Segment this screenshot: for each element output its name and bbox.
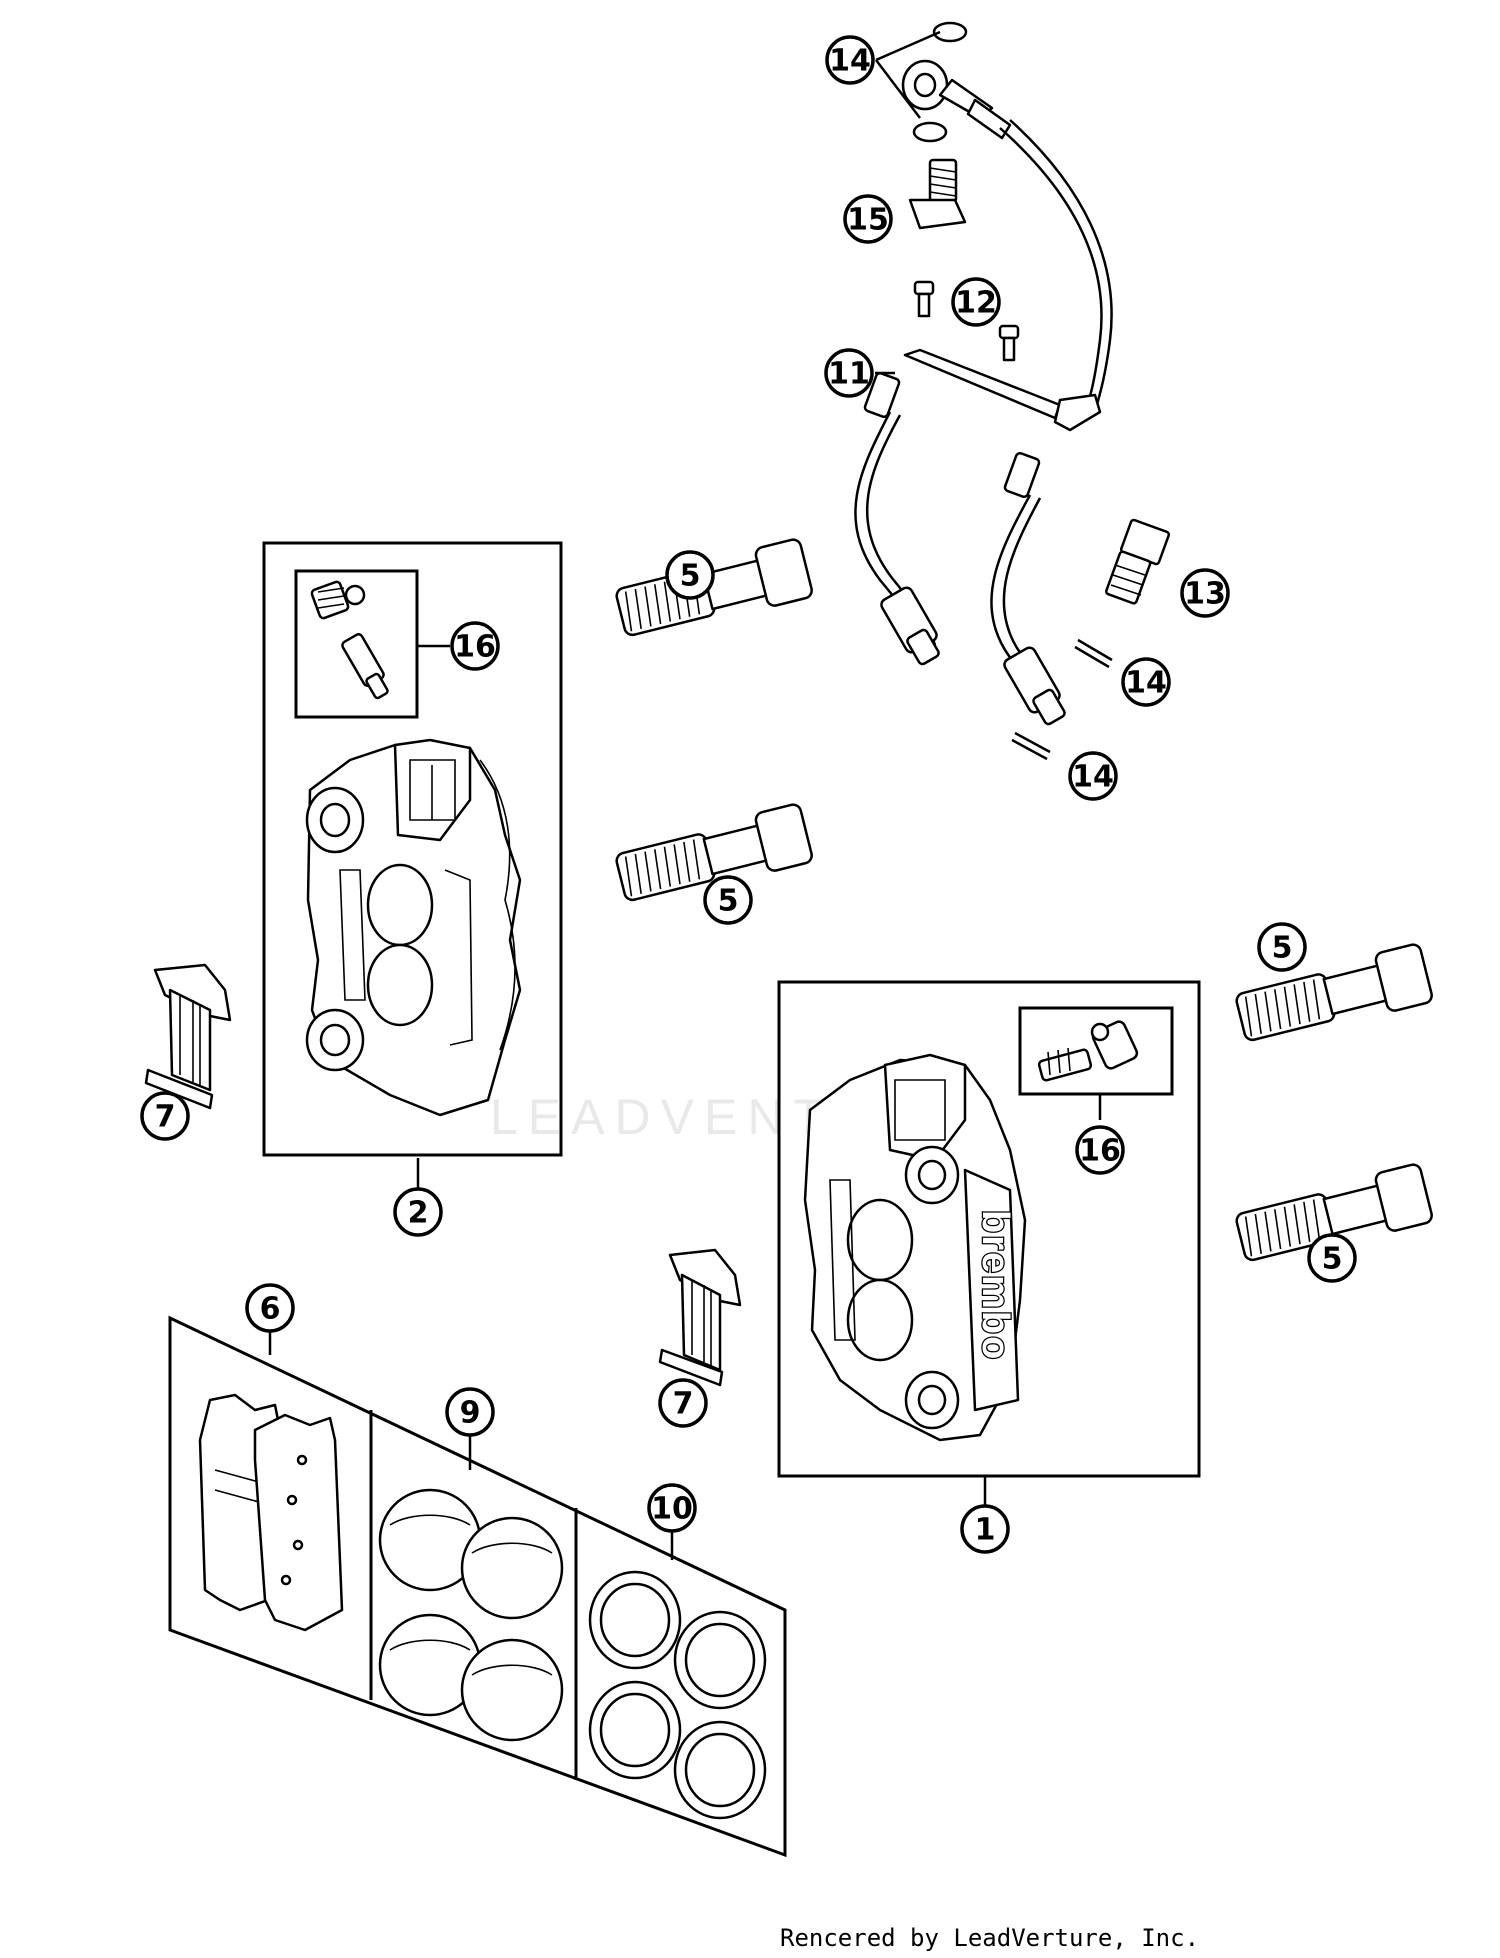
callout-12: 12 bbox=[951, 277, 1001, 327]
brand-logo: brembo bbox=[974, 1210, 1016, 1361]
caliper-body-left bbox=[305, 738, 522, 1117]
svg-text:5: 5 bbox=[1272, 931, 1293, 966]
callout-5b: 5 bbox=[703, 875, 753, 925]
svg-text:5: 5 bbox=[1322, 1242, 1343, 1277]
svg-text:12: 12 bbox=[955, 286, 997, 321]
svg-text:9: 9 bbox=[460, 1396, 481, 1431]
svg-text:1: 1 bbox=[975, 1513, 996, 1548]
callout-16a: 16 bbox=[450, 621, 500, 671]
callout-14b: 14 bbox=[1121, 657, 1171, 707]
right-caliper-group: brembo bbox=[777, 980, 1201, 1478]
callout-7a: 7 bbox=[140, 1091, 190, 1141]
svg-text:5: 5 bbox=[680, 559, 701, 594]
svg-text:15: 15 bbox=[847, 203, 889, 238]
bolt-5b bbox=[615, 803, 813, 902]
brake-line-splitter bbox=[854, 348, 1102, 726]
callout-15: 15 bbox=[843, 194, 893, 244]
svg-text:7: 7 bbox=[155, 1100, 176, 1135]
bolt-5c bbox=[1235, 943, 1433, 1042]
seal-14b bbox=[1074, 638, 1113, 669]
bleeder-screw bbox=[908, 158, 967, 230]
pistons bbox=[378, 1488, 564, 1742]
svg-text:14: 14 bbox=[1072, 760, 1114, 795]
callout-6: 6 bbox=[245, 1283, 295, 1333]
callout-13: 13 bbox=[1180, 568, 1230, 618]
main-brake-hose bbox=[999, 127, 1103, 411]
callout-14c: 14 bbox=[1068, 751, 1118, 801]
bolt-5a bbox=[615, 538, 813, 637]
fitting-13 bbox=[1105, 518, 1171, 605]
callout-5d: 5 bbox=[1307, 1233, 1357, 1283]
callout-7b: 7 bbox=[658, 1378, 708, 1428]
svg-text:11: 11 bbox=[828, 357, 870, 392]
callout-2: 2 bbox=[393, 1187, 443, 1237]
bleeder-kit-left bbox=[310, 580, 389, 700]
callout-10: 10 bbox=[647, 1483, 697, 1533]
seal-14c bbox=[1011, 731, 1051, 761]
callout-5c: 5 bbox=[1257, 922, 1307, 972]
banjo-fitting bbox=[901, 21, 1012, 143]
pad-spring-right bbox=[658, 1248, 742, 1387]
kits-panel bbox=[168, 1315, 787, 1858]
bolt-5d bbox=[1235, 1163, 1433, 1262]
bleeder-kit-right bbox=[1037, 1020, 1139, 1082]
brake-line-assembly bbox=[854, 21, 1171, 761]
callout-16b: 16 bbox=[1075, 1125, 1125, 1175]
svg-text:6: 6 bbox=[260, 1292, 281, 1327]
brake-pads bbox=[198, 1393, 344, 1632]
svg-text:7: 7 bbox=[673, 1387, 694, 1422]
svg-text:2: 2 bbox=[408, 1196, 429, 1231]
caliper-bolts bbox=[615, 538, 1433, 1262]
svg-text:5: 5 bbox=[718, 884, 739, 919]
callout-9: 9 bbox=[445, 1387, 495, 1437]
svg-text:14: 14 bbox=[829, 44, 871, 79]
piston-seals bbox=[588, 1570, 767, 1820]
svg-text:16: 16 bbox=[1079, 1134, 1121, 1169]
svg-text:16: 16 bbox=[454, 630, 496, 665]
callout-1: 1 bbox=[960, 1504, 1010, 1554]
left-caliper-group bbox=[262, 541, 563, 1157]
callout-5a: 5 bbox=[665, 550, 715, 600]
svg-text:10: 10 bbox=[651, 1492, 693, 1527]
footer-credit: Rencered by LeadVerture, Inc. bbox=[780, 1924, 1200, 1952]
callout-14a: 14 bbox=[825, 35, 875, 85]
svg-text:13: 13 bbox=[1184, 577, 1226, 612]
caliper-body-right: brembo bbox=[803, 1053, 1027, 1442]
pad-spring-left bbox=[144, 963, 232, 1110]
callout-11: 11 bbox=[824, 348, 874, 398]
screws-12 bbox=[913, 280, 1020, 362]
svg-text:14: 14 bbox=[1125, 666, 1167, 701]
